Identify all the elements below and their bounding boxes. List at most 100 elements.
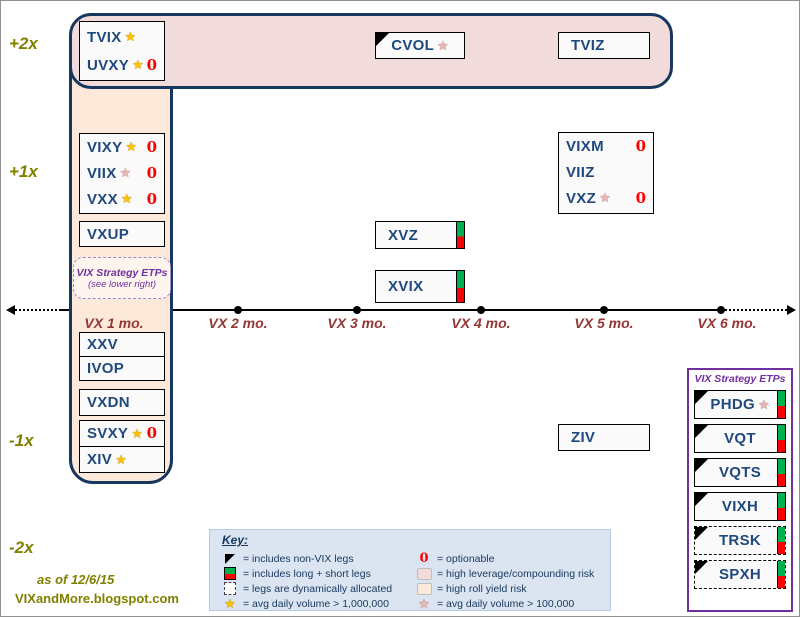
- ticker-label: SVXY: [87, 425, 129, 442]
- axis-arrow-left-icon: [6, 305, 15, 315]
- gold-star-icon: ★: [124, 29, 137, 44]
- ticker-label: VIIZ: [566, 163, 595, 181]
- legend-item-long-short: = includes long + short legs: [222, 566, 392, 581]
- etp-tvix: TVIX ★: [80, 23, 164, 51]
- optionable-icon: 0: [635, 188, 646, 207]
- long-short-legs-icon: [777, 391, 785, 418]
- legend-item-pink-volume: ★ = avg daily volume > 100,000: [416, 596, 594, 611]
- etp-box-ivop: IVOP: [79, 356, 165, 381]
- dynamic-allocation-icon: [222, 582, 238, 595]
- legend-text: = legs are dynamically allocated: [243, 582, 393, 595]
- etp-ziv: ZIV: [559, 425, 649, 450]
- axis-dot-vx4: [477, 306, 485, 314]
- etp-box-vqts: VQTS: [694, 458, 786, 487]
- etp-xxv: XXV: [80, 333, 164, 356]
- optionable-icon: 0: [635, 136, 646, 155]
- axis-dot-vx5: [600, 306, 608, 314]
- legend-item-dynamic: = legs are dynamically allocated: [222, 581, 392, 596]
- site-attribution: VIXandMore.blogspot.com: [15, 591, 179, 606]
- etp-vxup: VXUP: [80, 222, 164, 246]
- ticker-label: VIXY: [87, 138, 123, 156]
- axis-dot-vx6: [717, 306, 725, 314]
- non-vix-legs-icon: [222, 553, 238, 564]
- leverage-label-plus2x: +2x: [9, 34, 38, 53]
- ticker-label: ZIV: [571, 429, 596, 446]
- etp-box-spxh: SPXH: [694, 560, 786, 589]
- legend-text: = high roll yield risk: [437, 582, 527, 595]
- etp-vxx: VXX ★ 0: [80, 186, 164, 212]
- etp-box-vixy-viix-vxx: VIXY ★ 0 VIIX ★ 0 VXX ★ 0: [79, 133, 165, 214]
- ticker-label: XXV: [87, 336, 118, 353]
- vix-strategy-etps-panel: VIX Strategy ETPs PHDG ★ VQT VQTS VIXH T…: [687, 368, 793, 612]
- ticker-label: VIXH: [721, 498, 759, 515]
- legend-title: Key:: [222, 533, 249, 547]
- etp-cvol: CVOL ★: [376, 33, 464, 58]
- ticker-label: XVZ: [388, 226, 419, 244]
- long-short-legs-icon: [777, 493, 785, 520]
- non-vix-legs-icon: [695, 459, 708, 472]
- etp-ivop: IVOP: [80, 357, 164, 380]
- optionable-icon: 0: [146, 424, 157, 442]
- leverage-label-minus2x: -2x: [9, 538, 34, 557]
- etp-box-xxv: XXV: [79, 332, 165, 357]
- ticker-label: TVIX: [87, 28, 122, 46]
- legend-text: = avg daily volume > 100,000: [437, 597, 575, 610]
- etp-box-vqt: VQT: [694, 424, 786, 453]
- optionable-icon: 0: [146, 55, 157, 74]
- ticker-label: PHDG: [710, 396, 755, 413]
- roll-yield-risk-icon: [416, 582, 432, 595]
- optionable-icon: 0: [146, 163, 157, 182]
- gold-star-icon: ★: [115, 451, 127, 467]
- etp-vixm: VIXM 0: [559, 133, 653, 159]
- etp-vxz: VXZ ★ 0: [559, 185, 653, 211]
- etp-svxy: SVXY ★ 0: [80, 421, 164, 446]
- etp-tviz: TVIZ: [559, 33, 649, 58]
- etp-viiz: VIIZ: [559, 159, 653, 185]
- high-leverage-risk-icon: [416, 567, 432, 580]
- month-label-vx3: VX 3 mo.: [327, 315, 387, 331]
- strategy-etps-note: VIX Strategy ETPs (see lower right): [73, 257, 171, 299]
- legend-item-non-vix: = includes non-VIX legs: [222, 551, 392, 566]
- etp-box-ziv: ZIV: [558, 424, 650, 451]
- pink-star-icon: ★: [599, 190, 611, 205]
- non-vix-legs-icon: [695, 561, 708, 574]
- pink-star-icon: ★: [119, 165, 132, 180]
- ticker-label: SPXH: [718, 566, 762, 583]
- etp-xvix: XVIX: [376, 271, 464, 302]
- legend-text: = avg daily volume > 1,000,000: [243, 597, 389, 610]
- optionable-icon: 0: [146, 189, 157, 208]
- gold-star-icon: ★: [224, 595, 236, 611]
- etp-box-xiv: XIV ★: [79, 446, 165, 473]
- optionable-icon: 0: [146, 137, 157, 156]
- ticker-label: VXZ: [566, 189, 597, 207]
- month-label-vx4: VX 4 mo.: [451, 315, 511, 331]
- ticker-label: VXX: [87, 190, 118, 208]
- axis-dotted-right: [725, 309, 787, 311]
- ticker-label: TVIZ: [571, 37, 605, 54]
- etp-box-tviz: TVIZ: [558, 32, 650, 59]
- gold-star-icon: ★: [120, 191, 133, 206]
- axis-line: [61, 309, 725, 311]
- axis-dotted-left: [15, 309, 61, 311]
- etp-viix: VIIX ★ 0: [80, 160, 164, 186]
- long-short-legs-icon: [777, 561, 785, 588]
- etp-vixy: VIXY ★ 0: [80, 134, 164, 160]
- legend-left-column: = includes non-VIX legs = includes long …: [222, 551, 392, 611]
- gold-star-icon: ★: [131, 425, 143, 441]
- ticker-label: TRSK: [718, 532, 762, 549]
- pink-star-icon: ★: [418, 595, 430, 611]
- axis-dot-vx2: [234, 306, 242, 314]
- pink-star-icon: ★: [437, 37, 449, 53]
- ticker-label: VXUP: [87, 225, 130, 243]
- etp-box-xvix: XVIX: [375, 270, 465, 303]
- legend-text: = optionable: [437, 552, 495, 565]
- etp-xvz: XVZ: [376, 222, 464, 248]
- etp-box-tvix-uvxy: TVIX ★ UVXY ★ 0: [79, 21, 165, 81]
- non-vix-legs-icon: [695, 425, 708, 438]
- ticker-label: VXDN: [87, 394, 130, 411]
- ticker-label: VQTS: [718, 464, 762, 481]
- month-label-vx2: VX 2 mo.: [208, 315, 268, 331]
- ticker-label: VIXM: [566, 137, 604, 155]
- etp-vxdn: VXDN: [80, 390, 164, 415]
- etp-box-cvol: CVOL ★: [375, 32, 465, 59]
